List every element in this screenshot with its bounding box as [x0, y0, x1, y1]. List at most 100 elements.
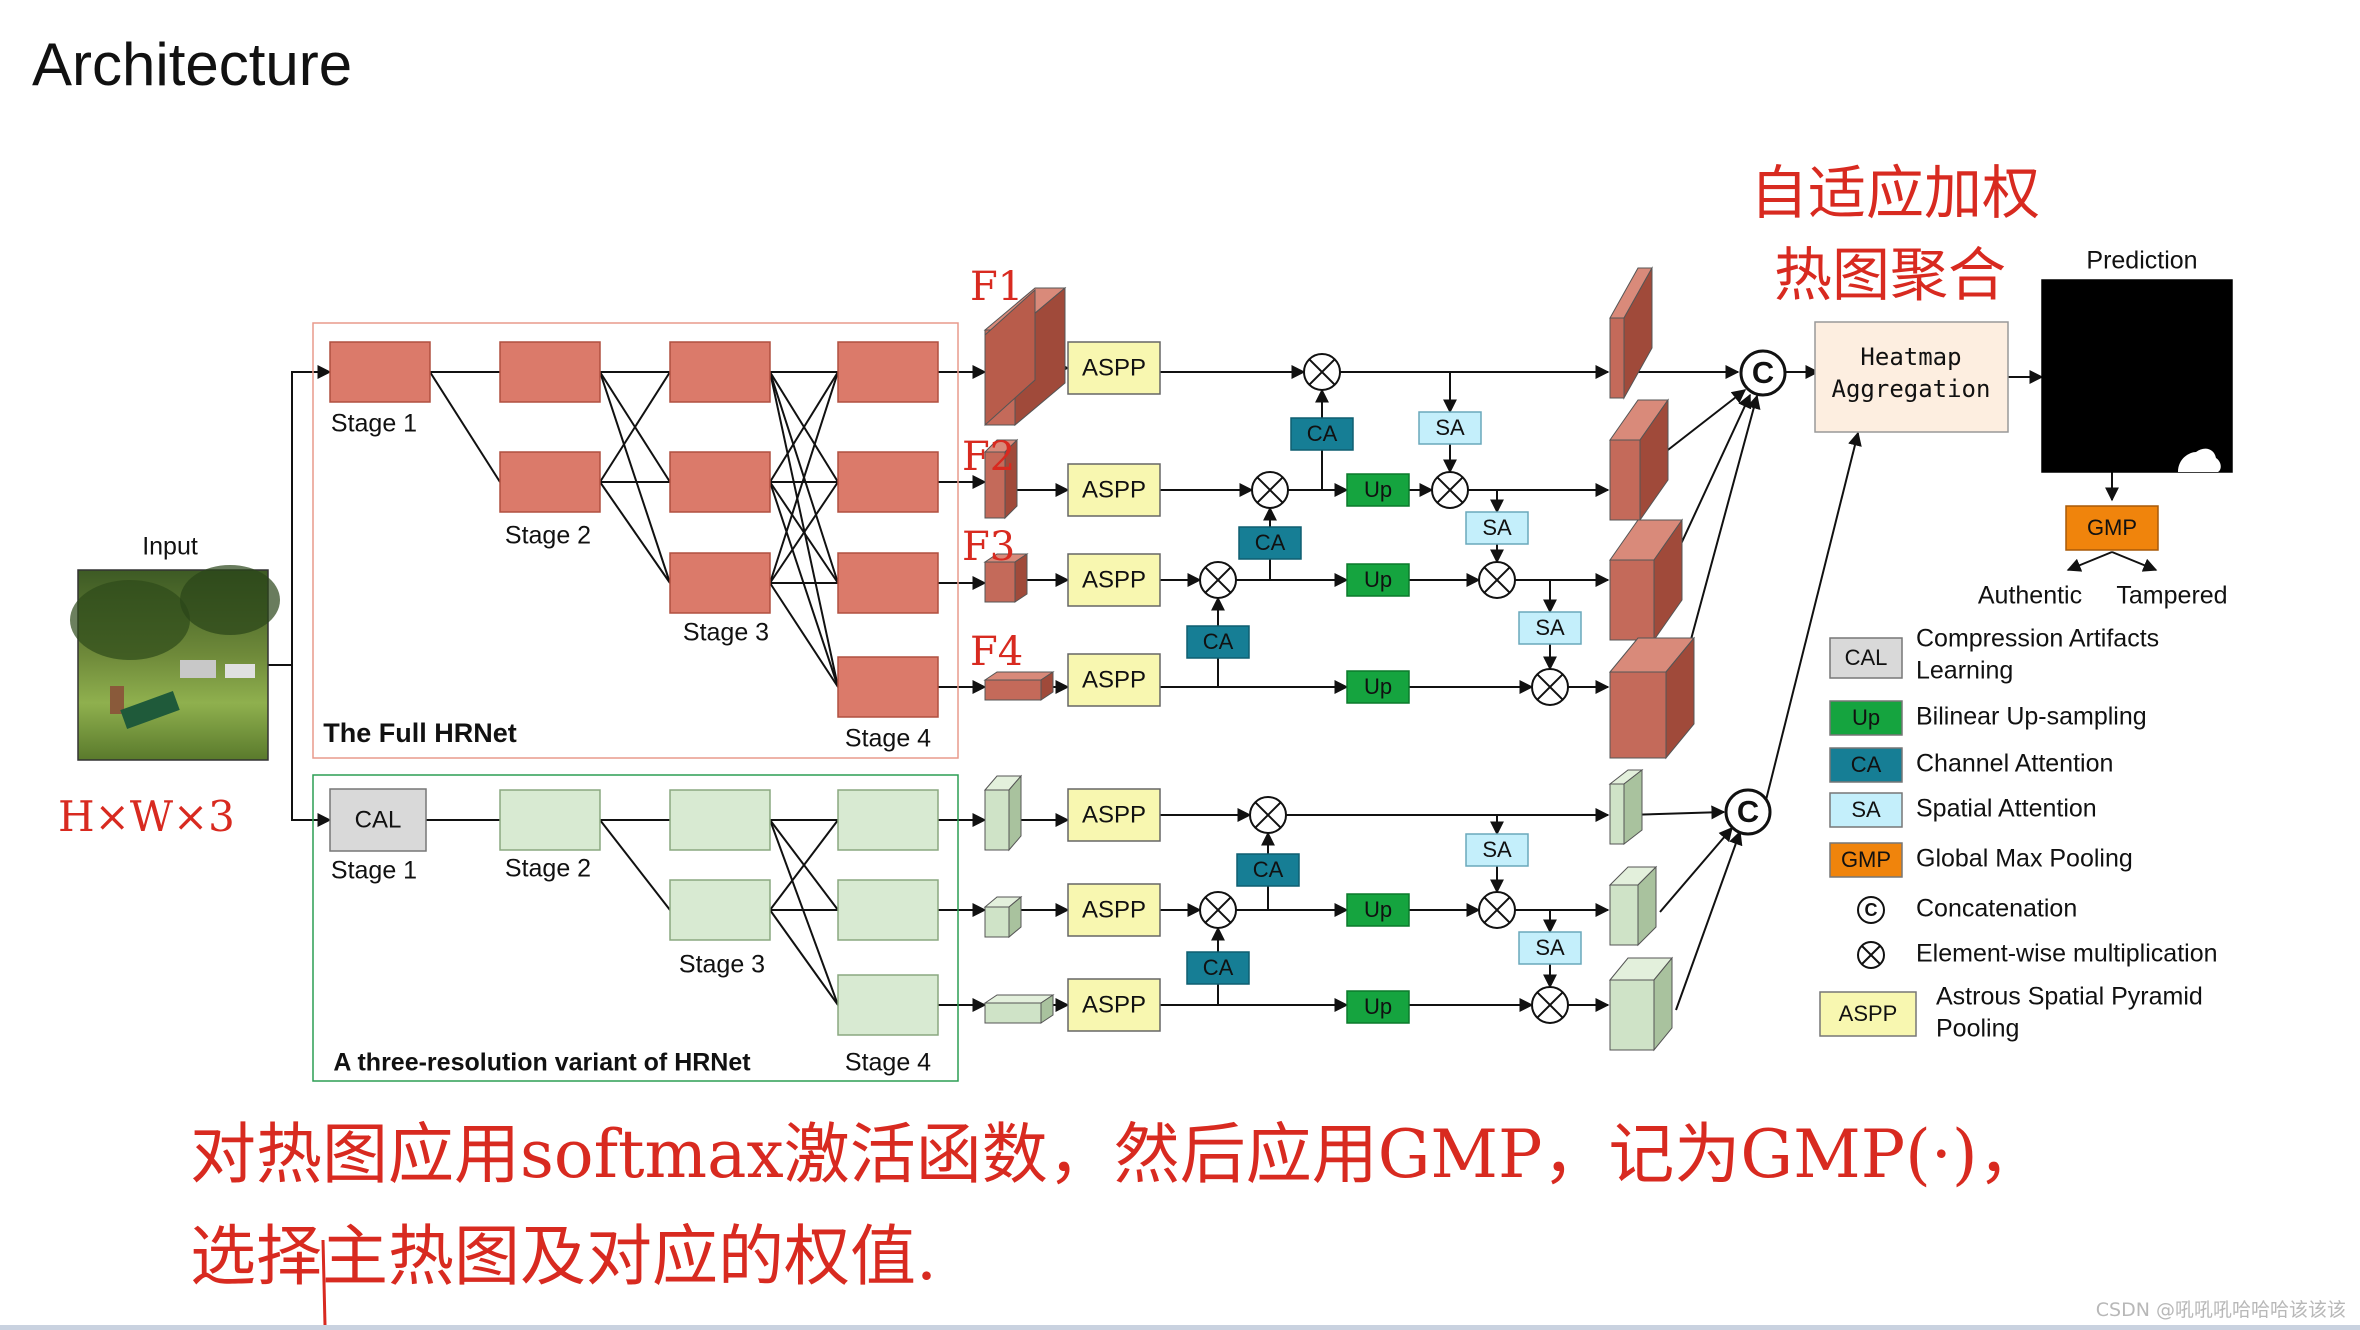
- legend-concat-symbol: C: [1865, 900, 1878, 920]
- gmp-tampered-arrow: [2111, 551, 2158, 572]
- multiply-icon-stroke: [1256, 476, 1284, 504]
- hrnet-block: [837, 552, 939, 614]
- input-image-detail: [70, 580, 190, 660]
- variant-frame: [312, 774, 959, 1082]
- legend-text: Global Max Pooling: [1916, 845, 2133, 873]
- legend-concat-icon: [1857, 896, 1885, 924]
- hrnet-output-3-front: [1609, 559, 1655, 641]
- up-box: [1346, 893, 1410, 927]
- hrnet-block: [669, 341, 771, 403]
- aspp-box-label: ASPP: [1082, 566, 1146, 593]
- ca-box: [1238, 526, 1302, 560]
- gmp-box-label: GMP: [2087, 515, 2137, 540]
- up-box: [1346, 670, 1410, 704]
- legend-text: Channel Attention: [1916, 750, 2113, 778]
- feature-f1-face: [984, 288, 1036, 427]
- hrnet-block: [669, 552, 771, 614]
- multiply-icon-stroke: [1436, 476, 1464, 504]
- aspp-box-label: ASPP: [1082, 896, 1146, 923]
- ca-box: [1236, 853, 1300, 887]
- aspp-box: [1067, 341, 1161, 395]
- prediction-mask-region: [2178, 448, 2221, 472]
- legend-text: Element-wise multiplication: [1916, 940, 2218, 968]
- variant-block: [669, 879, 771, 941]
- fusion-line: [599, 371, 671, 483]
- legend-key-box: [1819, 991, 1917, 1037]
- multiply-icon-stroke: [1483, 896, 1511, 924]
- sa-box-label: SA: [1435, 415, 1465, 440]
- variant-output-1-front: [1609, 783, 1625, 845]
- tampered-label: Tampered: [2116, 582, 2227, 610]
- hrnet-output-1-front: [1609, 317, 1625, 399]
- legend-text: Astrous Spatial Pyramid: [1936, 983, 2203, 1011]
- aspp-box: [1067, 553, 1161, 607]
- variant-block: [837, 789, 939, 851]
- ca-box-label: CA: [1307, 421, 1338, 446]
- input-image-detail: [110, 686, 124, 714]
- legend-key-box-label: Up: [1852, 705, 1880, 730]
- sa-box-label: SA: [1482, 515, 1512, 540]
- input-image-detail: [225, 664, 255, 678]
- aspp-box-label: ASPP: [1082, 801, 1146, 828]
- concat-icon-top: [1739, 349, 1787, 397]
- sa-box-label: SA: [1535, 615, 1565, 640]
- up-box: [1346, 990, 1410, 1024]
- sa-box-label: SA: [1535, 935, 1565, 960]
- multiply-icon-stroke: [1254, 801, 1282, 829]
- variant-output-2-front: [1609, 884, 1639, 946]
- variant-feature-2-front: [984, 906, 1010, 938]
- connector: [291, 665, 332, 827]
- ca-box-label: CA: [1253, 857, 1284, 882]
- variant-stage-3-label: Stage 3: [679, 951, 765, 979]
- heatmap-aggregation-box: [1814, 321, 2009, 433]
- annotation-f2: F2: [962, 434, 1015, 480]
- legend-key-box-label: CAL: [1845, 645, 1888, 670]
- fusion-line: [599, 371, 671, 584]
- gmp-box: [2065, 505, 2159, 551]
- feature-f4-front: [984, 679, 1042, 701]
- heatmap-label-1: Heatmap: [1860, 343, 1961, 371]
- fusion-line: [769, 909, 839, 1006]
- hrnet-block: [669, 451, 771, 513]
- annotation-stroke: [321, 1239, 327, 1326]
- up-box: [1346, 563, 1410, 597]
- multiply-icon-stroke: [1204, 566, 1232, 594]
- aspp-box-label: ASPP: [1082, 354, 1146, 381]
- legend-text: Learning: [1916, 657, 2013, 685]
- annotation-f3: F3: [962, 524, 1015, 570]
- aspp-box: [1067, 978, 1161, 1032]
- legend-text: Bilinear Up-sampling: [1916, 703, 2147, 731]
- legend-multiply-stroke: [1861, 945, 1881, 965]
- legend-key-box-label: GMP: [1841, 847, 1891, 872]
- variant-block: [837, 879, 939, 941]
- up-box-label: Up: [1364, 674, 1392, 699]
- ca-box-label: CA: [1255, 530, 1286, 555]
- connector: [1659, 826, 1733, 913]
- feature-f3-front: [984, 561, 1016, 603]
- stage-4-label: Stage 4: [845, 725, 931, 753]
- fusion-line: [769, 481, 839, 688]
- fusion-line: [769, 819, 839, 1006]
- gmp-authentic-arrow: [2066, 551, 2113, 572]
- variant-block: [499, 789, 601, 851]
- input-label: Input: [142, 533, 198, 561]
- annotation-note-1: 对热图应用softmax激活函数，然后应用GMP，记为GMP(·)，: [190, 1116, 2044, 1193]
- annotation-weighting-2: 热图聚合: [1774, 241, 2006, 309]
- hrnet-block: [499, 451, 601, 513]
- full-hrnet-frame: [312, 322, 959, 759]
- variant-feature-1-front: [984, 789, 1010, 851]
- multiply-icon-stroke: [1536, 673, 1564, 701]
- connector: [599, 819, 671, 911]
- legend-text: Pooling: [1936, 1015, 2019, 1043]
- up-box-label: Up: [1364, 477, 1392, 502]
- aspp-box: [1067, 788, 1161, 842]
- watermark: CSDN @吼吼吼哈哈哈该该该: [2095, 1299, 2346, 1321]
- cal-block-label: CAL: [355, 806, 402, 833]
- up-box-label: Up: [1364, 567, 1392, 592]
- aspp-box: [1067, 653, 1161, 707]
- bottom-divider: [0, 1325, 2360, 1330]
- aspp-box: [1067, 463, 1161, 517]
- cal-block: [329, 788, 427, 852]
- fusion-line: [769, 371, 839, 584]
